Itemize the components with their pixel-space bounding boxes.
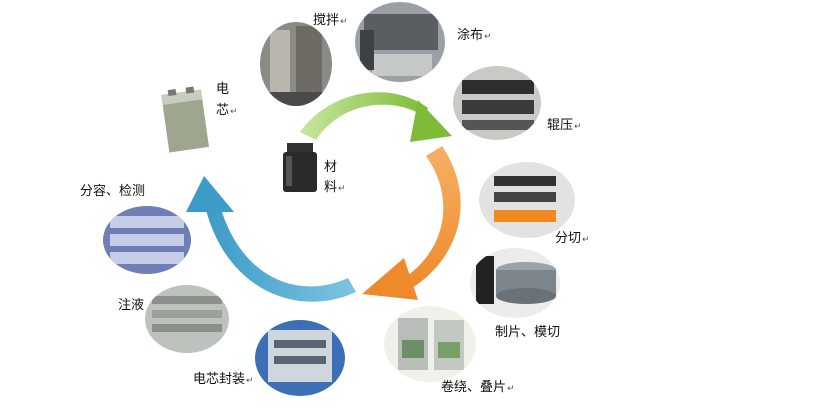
cell-label-line1: 电 (216, 82, 230, 97)
step-label-coating: 涂布↵ (457, 28, 492, 43)
coating-machine-photo (355, 2, 445, 82)
cell-label-line2: 芯↵ (216, 103, 238, 118)
step-label-winding: 卷绕、叠片↵ (441, 380, 515, 395)
slitting-machine-photo (479, 162, 575, 238)
step-label-filling: 注液 (118, 298, 145, 313)
step-label-mixing: 搅拌↵ (313, 13, 348, 28)
electrode-roll-photo (470, 248, 560, 318)
winding-cells-photo (384, 306, 476, 382)
cell-packaging-machine-photo (255, 320, 345, 396)
battery-cell-icon (161, 86, 209, 153)
material-bottle-icon (283, 143, 317, 192)
step-label-rolling: 辊压↵ (547, 118, 582, 133)
formation-cabinet-photo (103, 206, 191, 274)
material-label-line2: 料↵ (324, 180, 346, 195)
orange-arrow (362, 146, 461, 300)
step-label-sealing: 电芯封装↵ (193, 372, 254, 387)
roller-press-photo (453, 66, 541, 140)
electrolyte-filling-photo (145, 285, 229, 353)
step-label-formation: 分容、检测 (80, 184, 146, 199)
green-arrow (300, 92, 452, 142)
step-label-slitting: 分切↵ (555, 231, 590, 246)
step-label-punching: 制片、模切 (495, 325, 561, 340)
mixer-machine-photo (260, 22, 332, 106)
blue-arrow (186, 176, 356, 302)
material-label-line1: 材 (324, 160, 338, 175)
